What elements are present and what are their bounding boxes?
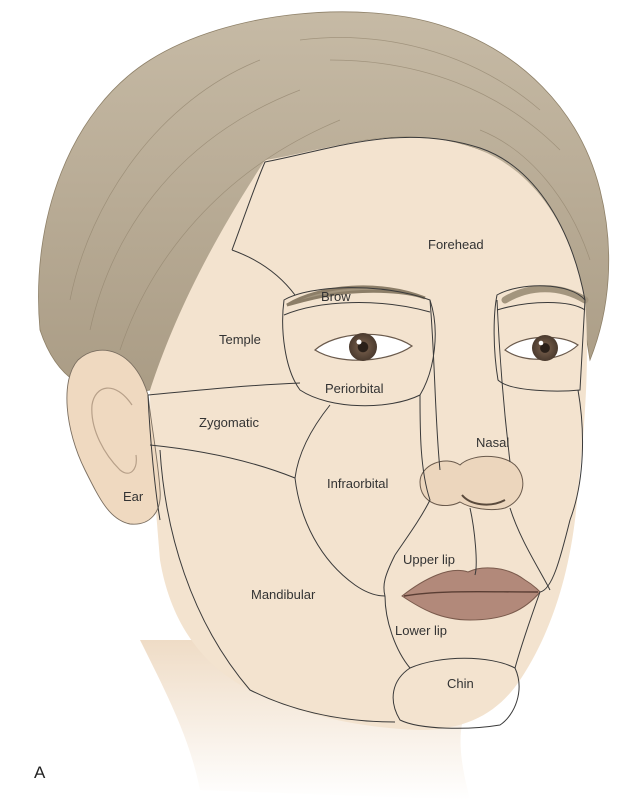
lips-shape — [401, 567, 541, 621]
panel-letter: A — [34, 763, 46, 782]
iris-right — [532, 335, 558, 361]
label-forehead: Forehead — [428, 237, 484, 252]
label-nasal: Nasal — [476, 435, 510, 450]
highlight-right — [538, 340, 544, 346]
label-zygomatic: Zygomatic — [199, 415, 259, 430]
ear-shape — [66, 349, 161, 525]
lip-line — [403, 590, 539, 597]
label-mandibular: Mandibular — [251, 587, 316, 602]
label-ear: Ear — [123, 489, 144, 504]
label-periorbital: Periorbital — [325, 381, 384, 396]
label-brow: Brow — [321, 289, 351, 304]
highlight-left — [356, 339, 362, 345]
ear-inner — [91, 387, 137, 474]
iris-left — [349, 333, 377, 361]
brow-right — [501, 285, 589, 304]
region-boundaries — [147, 136, 586, 729]
nose-tip — [419, 455, 524, 511]
label-temple: Temple — [219, 332, 261, 347]
label-upper-lip: Upper lip — [403, 552, 456, 567]
label-chin: Chin — [447, 676, 474, 691]
label-infraorbital: Infraorbital — [327, 476, 389, 491]
nostril — [461, 494, 506, 506]
label-lower-lip: Lower lip — [395, 623, 448, 638]
hair-strokes — [69, 37, 591, 351]
